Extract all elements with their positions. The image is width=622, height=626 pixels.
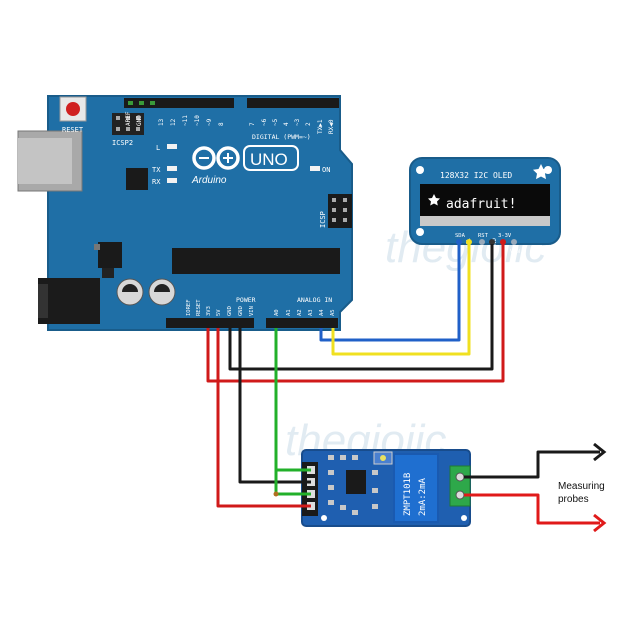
svg-text:VIN: VIN — [249, 306, 255, 316]
digital-header-right — [247, 98, 339, 108]
svg-text:~5: ~5 — [272, 118, 279, 126]
wire-black-oled-gnd — [228, 244, 494, 371]
arduino-board: RESET ICSP2 AREF GND 13 12 ~11 ~10 ~9 8 … — [17, 95, 353, 331]
icsp-header — [328, 194, 352, 228]
svg-text:7: 7 — [249, 122, 256, 126]
arrow-red-icon — [593, 513, 607, 533]
power-jack — [38, 278, 100, 324]
zmpt-chip-label: ZMPT101B — [403, 473, 413, 516]
svg-text:~3: ~3 — [294, 118, 301, 126]
small-chip — [126, 168, 148, 190]
oled-title: 128X32 I2C OLED — [440, 171, 512, 180]
power-label: POWER — [236, 296, 256, 304]
svg-text:IOREF: IOREF — [186, 299, 192, 316]
svg-text:GND: GND — [227, 306, 233, 316]
svg-text:8: 8 — [218, 122, 225, 126]
analog-pin-labels: A0 A1 A2 A3 A4 A5 — [274, 309, 336, 316]
zmpt-terminal-block — [449, 465, 471, 507]
svg-text:~6: ~6 — [261, 118, 268, 126]
svg-text:GND: GND — [136, 115, 143, 126]
svg-text:RX◀0: RX◀0 — [328, 119, 335, 134]
icsp-label: ICSP — [319, 211, 327, 228]
wire-blue-sda — [319, 244, 461, 342]
wire-black-probe — [464, 450, 600, 479]
arrow-black-icon — [593, 442, 607, 462]
arduino-logo — [192, 146, 240, 170]
probes-label-line2: probes — [558, 494, 589, 505]
led-l-label: L — [156, 144, 160, 152]
svg-text:VIN: VIN — [510, 249, 520, 255]
probe-arrows — [593, 442, 607, 533]
adafruit-star-icon — [533, 164, 549, 180]
analog-label: ANALOG IN — [297, 296, 332, 304]
svg-text:TX▶1: TX▶1 — [317, 119, 324, 134]
uno-badge — [243, 145, 299, 171]
svg-text:GND: GND — [492, 238, 498, 248]
zmpt-opamp-chip — [346, 470, 366, 494]
svg-text:13: 13 — [158, 118, 165, 126]
zmpt-transformer — [393, 453, 439, 523]
svg-text:3V3: 3V3 — [206, 306, 212, 316]
svg-text:~10: ~10 — [194, 115, 201, 126]
svg-text:RESET: RESET — [196, 299, 202, 316]
svg-text:3-3V: 3-3V — [498, 233, 512, 239]
svg-text:12: 12 — [170, 118, 177, 126]
svg-text:AREF: AREF — [125, 111, 132, 126]
adafruit-flower-icon — [428, 194, 440, 206]
svg-text:5V: 5V — [216, 309, 222, 316]
oled-module: 128X32 I2C OLED adafruit! SDA SCL RST GN… — [409, 157, 561, 255]
wire-red-oled-vcc — [206, 244, 505, 383]
digital-label: DIGITAL (PWM=~) — [252, 133, 311, 141]
uno-label: UNO — [250, 150, 288, 169]
svg-text:A4: A4 — [319, 309, 325, 316]
svg-text:SDA: SDA — [455, 233, 466, 239]
wire-red-zmpt-vcc — [216, 328, 311, 508]
digital-pin-labels: AREF GND 13 12 ~11 ~10 ~9 8 7 ~6 ~5 4 ~3… — [125, 111, 335, 134]
wire-red-probe — [464, 493, 600, 525]
oled-pins — [456, 239, 517, 245]
wire-black-zmpt-gnd — [238, 328, 311, 484]
svg-text:~11: ~11 — [182, 115, 189, 126]
probes-label-line1: Measuring — [558, 481, 605, 492]
svg-text:~9: ~9 — [206, 118, 213, 126]
svg-text:A2: A2 — [297, 309, 303, 316]
main-microcontroller — [172, 248, 340, 274]
svg-text:GND: GND — [238, 306, 244, 316]
led-tx-label: TX — [152, 166, 161, 174]
brand-label: Arduino — [191, 175, 227, 186]
svg-text:A5: A5 — [330, 309, 336, 316]
icsp2-label: ICSP2 — [112, 139, 133, 147]
wires — [206, 244, 600, 525]
svg-text:2: 2 — [305, 122, 312, 126]
junction-dots — [273, 491, 279, 497]
zmpt101b-module: ZMPT101B 2mA:2mA — [301, 449, 471, 527]
power-pin-labels: IOREF RESET 3V3 5V GND GND VIN — [186, 299, 255, 316]
svg-text:A3: A3 — [308, 309, 314, 316]
icsp2-header — [112, 113, 144, 135]
digital-header-left — [124, 98, 234, 108]
analog-header — [266, 318, 338, 328]
svg-text:RST: RST — [478, 233, 489, 239]
svg-text:4: 4 — [283, 122, 290, 126]
oled-screen-text: adafruit! — [446, 197, 516, 212]
wire-green-signal — [274, 328, 311, 496]
svg-text:A1: A1 — [286, 309, 292, 316]
led-rx-label: RX — [152, 178, 161, 186]
power-header — [166, 318, 254, 328]
reset-label: RESET — [62, 126, 84, 134]
wire-yellow-scl — [331, 244, 471, 356]
regulator — [98, 242, 122, 268]
oled-screen — [420, 184, 550, 216]
zmpt-rating-label: 2mA:2mA — [418, 477, 428, 516]
on-label: ON — [322, 166, 330, 174]
svg-text:A0: A0 — [274, 309, 280, 316]
